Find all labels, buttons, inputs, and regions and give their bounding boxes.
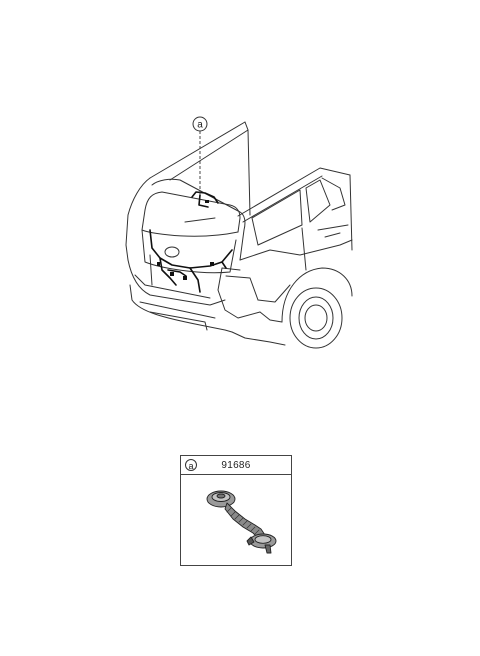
part-table-header: a 91686 — [181, 456, 291, 475]
wiring-harness-drawing-icon — [206, 490, 277, 554]
part-number: 91686 — [221, 459, 251, 471]
part-reference-table: a 91686 — [180, 455, 292, 566]
callout-label: a — [197, 120, 203, 131]
part-ref-circle-label: a — [185, 459, 197, 471]
